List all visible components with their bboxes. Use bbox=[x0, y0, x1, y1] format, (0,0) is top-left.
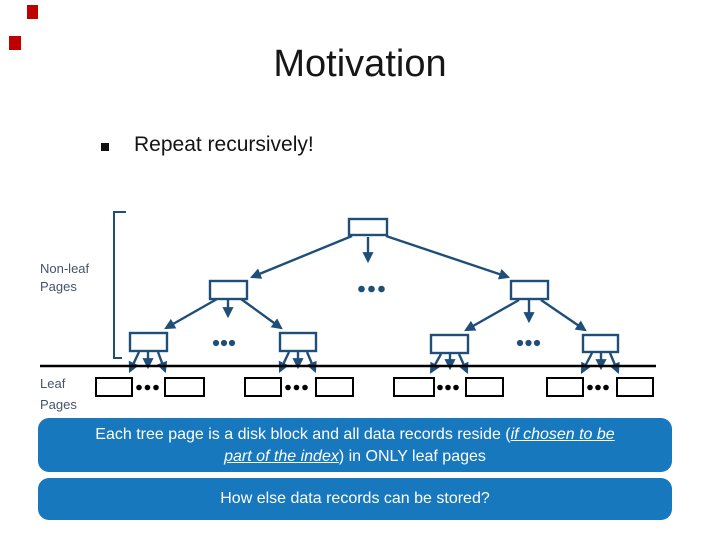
tree-node-l3-a bbox=[128, 331, 169, 353]
red-mark-bottom bbox=[9, 36, 21, 50]
page-title: Motivation bbox=[273, 43, 447, 85]
callout-primary-line1: Each tree page is a disk block and all d… bbox=[38, 424, 672, 446]
leaf-box-1 bbox=[95, 377, 133, 397]
leaf-box-8 bbox=[616, 377, 654, 397]
non-leaf-label-line1: Non-leaf bbox=[40, 261, 90, 276]
tree-node-l3-b bbox=[278, 331, 318, 353]
callout-primary-line2: part of the index) in ONLY leaf pages bbox=[38, 446, 672, 468]
leaf-page-boxes bbox=[95, 377, 654, 397]
tree-node-l3-d bbox=[581, 333, 620, 354]
leaf-box-2 bbox=[164, 377, 205, 397]
leaf-pages-label: Leaf Pages bbox=[40, 373, 77, 415]
callout-line2-emphasis: part of the index bbox=[224, 448, 339, 465]
leaf-box-6 bbox=[465, 377, 504, 397]
callout-question-text: How else data records can be stored? bbox=[220, 490, 490, 507]
ellipsis-dots-nonleaf bbox=[212, 285, 541, 347]
tree-edges-level2 bbox=[164, 297, 587, 332]
leaf-box-3 bbox=[244, 377, 282, 397]
leaf-box-5 bbox=[393, 377, 435, 397]
tree-edges-level3 bbox=[128, 351, 620, 375]
leaf-label-line1: Leaf bbox=[40, 376, 66, 391]
leaf-box-4 bbox=[315, 377, 354, 397]
callout-line2-normal: ) in ONLY leaf pages bbox=[338, 448, 486, 465]
tree-height-bracket bbox=[113, 211, 126, 359]
tree-node-l3-c bbox=[429, 333, 470, 355]
tree-root-node bbox=[347, 217, 389, 237]
callout-line1-emphasis: if chosen to be bbox=[510, 426, 615, 443]
leaf-box-7 bbox=[546, 377, 584, 397]
non-leaf-pages-label: Non-leaf Pages bbox=[40, 260, 89, 296]
red-mark-top bbox=[27, 5, 38, 19]
callout-line1-normal: Each tree page is a disk block and all d… bbox=[95, 426, 511, 443]
bullet-square-icon bbox=[101, 143, 109, 151]
non-leaf-label-line2: Pages bbox=[40, 279, 77, 294]
callout-tree-page-note: Each tree page is a disk block and all d… bbox=[38, 418, 672, 472]
ellipsis-dots-leaf bbox=[136, 384, 609, 391]
non-leaf-nodes bbox=[128, 217, 620, 355]
tree-node-l2-left bbox=[208, 279, 249, 301]
callout-question: How else data records can be stored? bbox=[38, 478, 672, 520]
bullet-text: Repeat recursively! bbox=[134, 133, 314, 156]
leaf-label-line2: Pages bbox=[40, 397, 77, 412]
tree-edges-root bbox=[249, 234, 511, 280]
tree-node-l2-right bbox=[509, 279, 550, 301]
